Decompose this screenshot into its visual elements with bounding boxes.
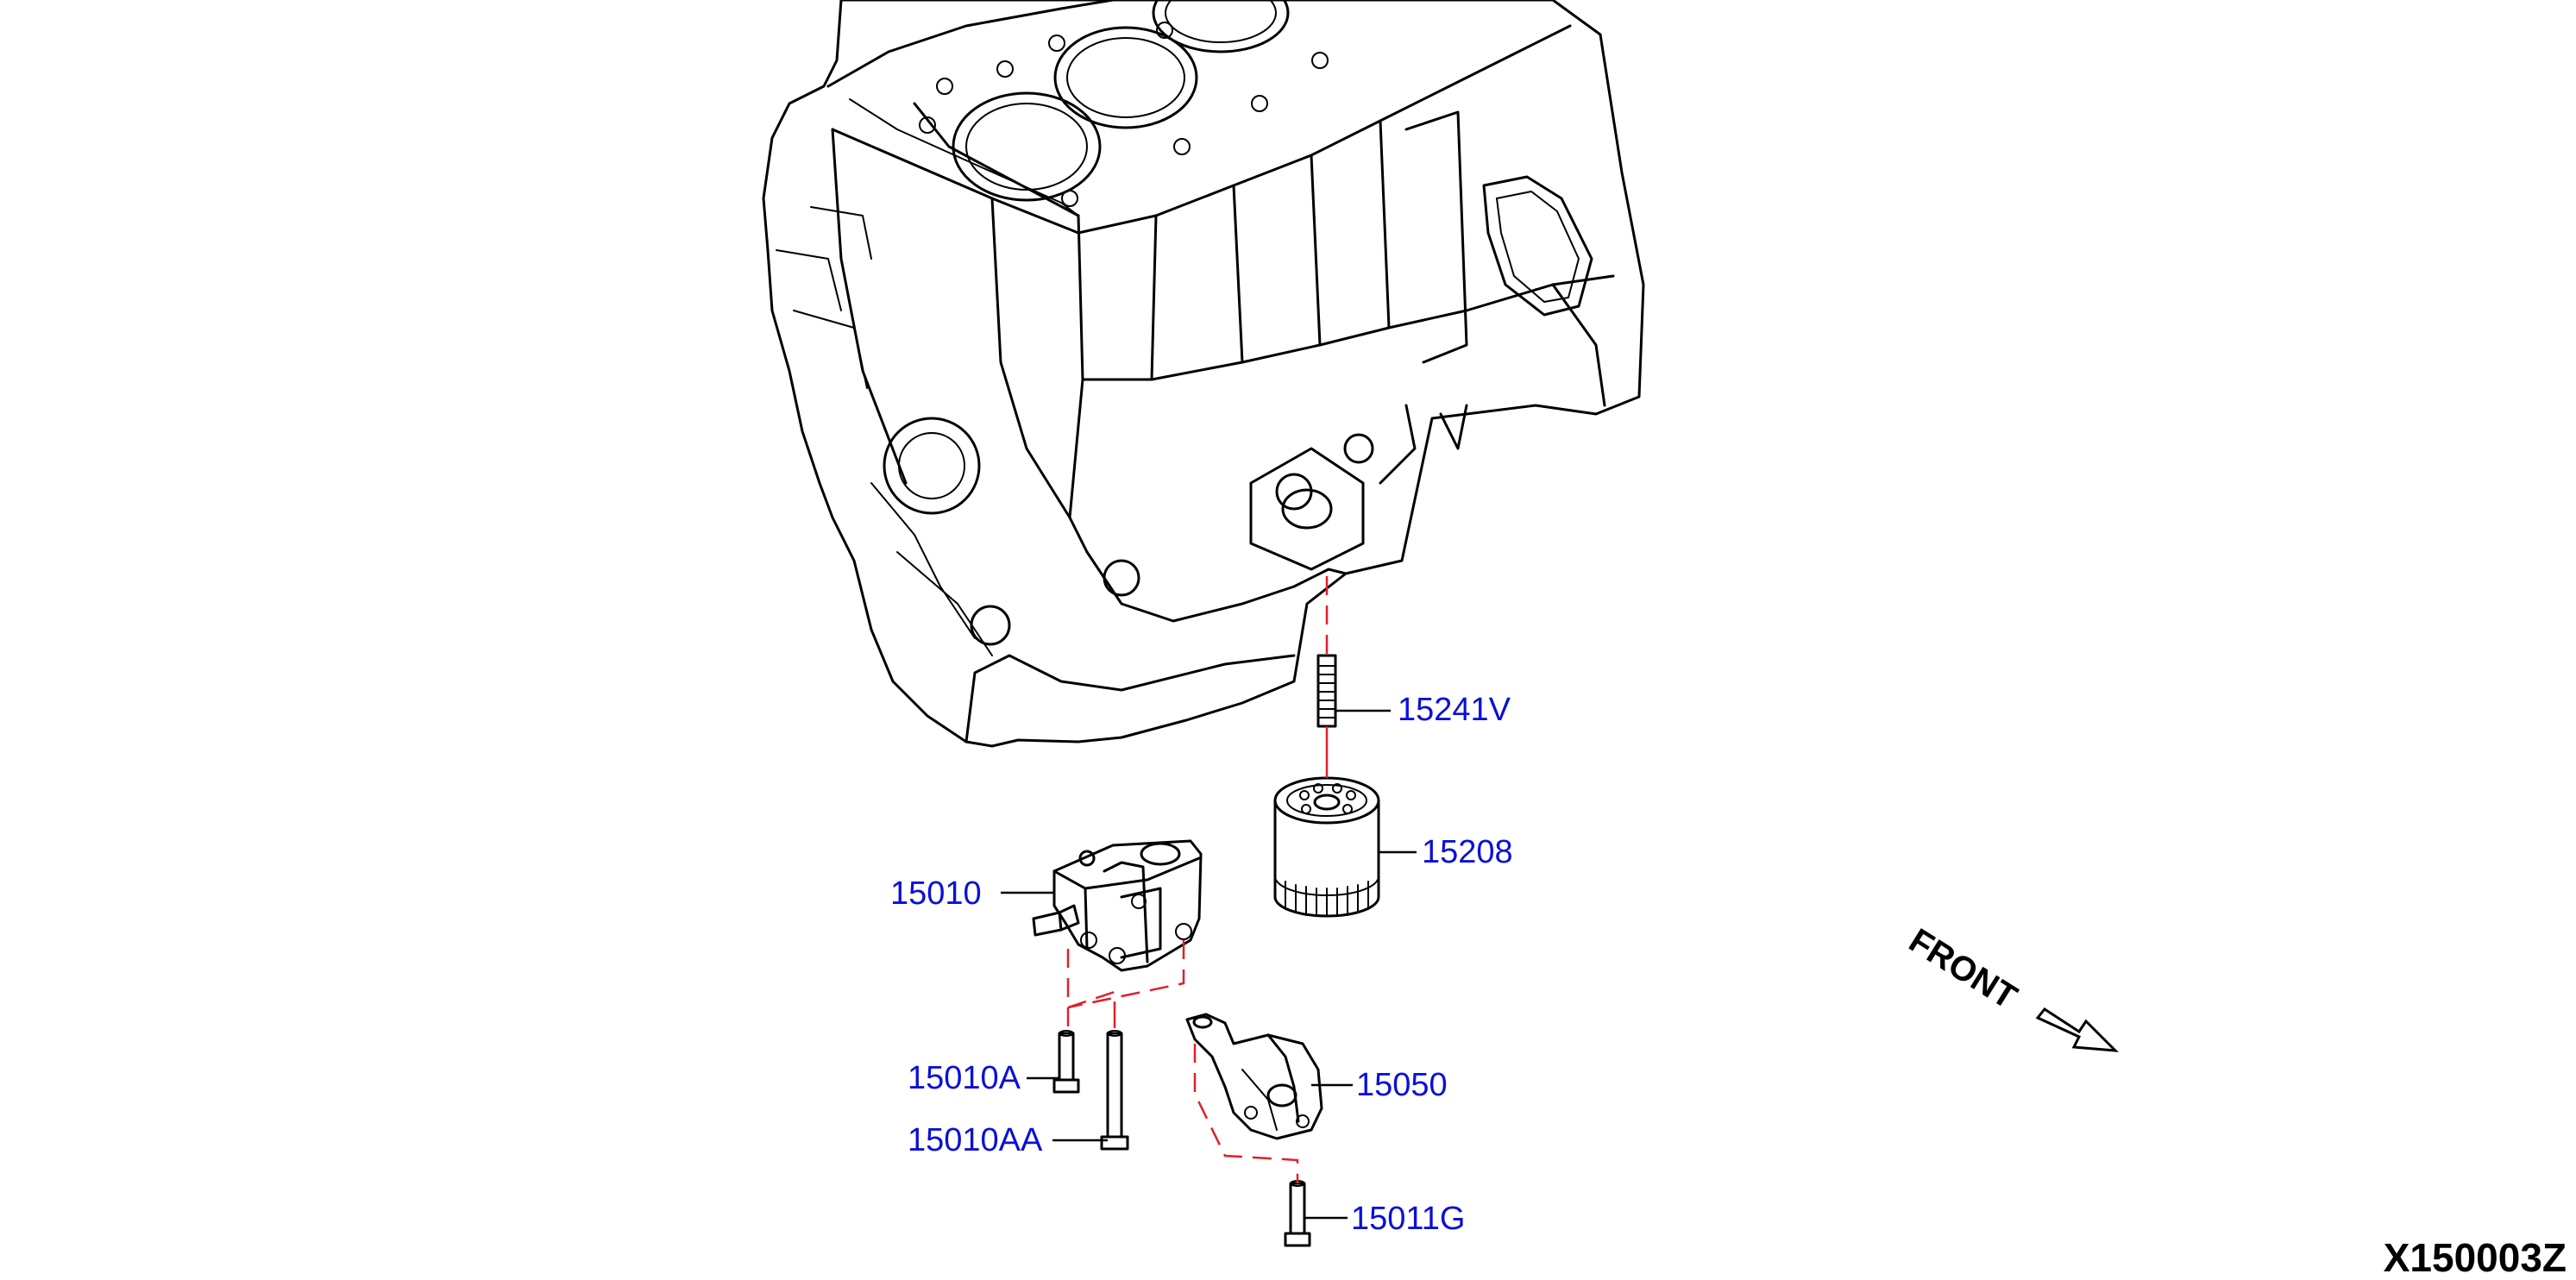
label-15241v: 15241V [1398, 692, 1511, 728]
oil-filter [1273, 776, 1380, 918]
front-indicator: FRONT [1902, 921, 2119, 1052]
oil-pump [1032, 839, 1203, 972]
front-arrow-icon [2035, 1007, 2119, 1052]
label-15208: 15208 [1422, 834, 1513, 870]
oil-strainer [1185, 1013, 1323, 1140]
label-15010: 15010 [890, 875, 982, 912]
label-15010aa: 15010AA [908, 1122, 1043, 1158]
assembly-lines [1066, 576, 1329, 1183]
engine-block [762, 0, 1645, 748]
leader-lines [1001, 709, 1417, 1220]
label-15010a: 15010A [908, 1060, 1021, 1096]
pump-bolt-long [1100, 1030, 1129, 1151]
label-15050: 15050 [1356, 1067, 1448, 1103]
front-label: FRONT [1902, 921, 2023, 1016]
strainer-bolt [1284, 1180, 1311, 1247]
diagram-code: X150003Z [2384, 1235, 2567, 1280]
pump-bolt-short [1052, 1030, 1080, 1094]
label-15011g: 15011G [1351, 1201, 1465, 1237]
oil-filter-stud [1316, 654, 1337, 728]
